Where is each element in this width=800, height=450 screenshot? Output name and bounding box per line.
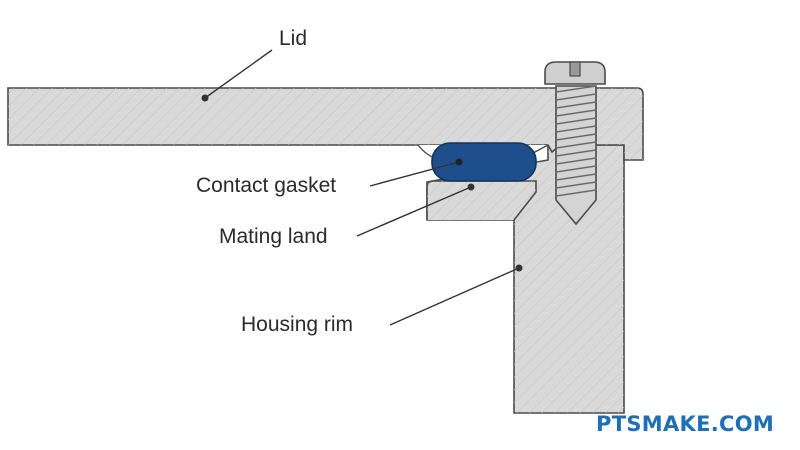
label-lid: Lid [279,27,307,50]
leader-contact-gasket [369,158,463,187]
screw [544,61,606,226]
leader-mating-land [356,183,475,237]
label-mating-land: Mating land [219,225,328,248]
contact-gasket-seal [431,142,537,182]
leader-housing-rim [389,264,523,326]
leader-lid [201,49,273,102]
label-housing-rim: Housing rim [241,313,353,336]
brand-watermark: PTSMAKE.COM [596,412,774,436]
label-contact-gasket: Contact gasket [196,174,336,197]
mating-land-part [426,180,537,221]
